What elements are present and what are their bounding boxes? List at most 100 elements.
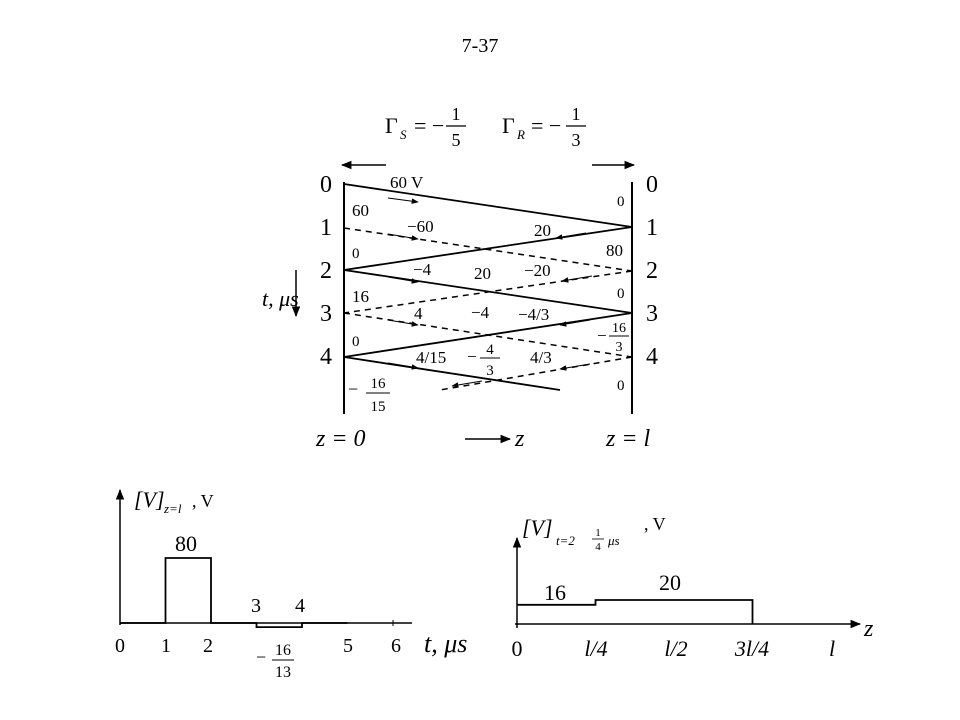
time-label-left: 1	[320, 215, 332, 241]
time-label-left: 3	[320, 301, 332, 327]
left-final-fraction: − 16 15	[348, 376, 390, 415]
time-label-left: 0	[320, 172, 332, 198]
fraction-denominator: 3	[486, 363, 494, 379]
plot-left: [V] z=l , V 80 3 4 0 1 2 5 6 t, μs − 16 …	[115, 487, 467, 681]
ylabel-sub-unit: μs	[607, 533, 620, 548]
ylabel-subscript: t=2	[556, 533, 575, 548]
direction-arrow	[561, 275, 593, 283]
x-tick-label: 0	[115, 635, 125, 657]
direction-arrow	[559, 319, 591, 327]
right-voltage-value: 0	[617, 194, 625, 210]
direction-arrow	[387, 362, 419, 370]
neg-value-fraction: − 16 13	[256, 642, 294, 681]
right-voltage-value: 0	[617, 286, 625, 302]
plot-right-trace	[517, 599, 754, 624]
time-axis-label: t, μs	[262, 286, 299, 311]
gamma-r-denominator: 3	[572, 130, 581, 150]
x-tick-label: 5	[343, 635, 353, 657]
ylabel-main: [V]	[522, 515, 553, 540]
gamma-s-numerator: 1	[452, 104, 461, 124]
direction-arrow	[555, 232, 587, 240]
plot-right-xlabel: z	[863, 616, 874, 642]
x-tick-label: 1	[161, 635, 171, 657]
wave-label: −60	[407, 217, 434, 236]
time-label-right: 1	[646, 215, 658, 241]
plot-right: [V] t=2 1 4 μs , V 16 20 0 l/4 l/2 3l/4 …	[512, 514, 875, 661]
x-tick-label: l/4	[584, 636, 607, 661]
ylabel-main: [V]	[134, 487, 165, 512]
ylabel-unit: , V	[192, 491, 214, 511]
time-label-left: 4	[320, 344, 332, 370]
fraction-sign: −	[597, 326, 607, 345]
fraction-denominator: 15	[371, 399, 386, 415]
fraction-sign: −	[256, 647, 266, 667]
plot-left-xlabel: t, μs	[424, 629, 467, 658]
pulse-value-label: 80	[175, 531, 197, 556]
time-label-right: 2	[646, 258, 658, 284]
wave-label: 4	[414, 304, 423, 323]
voltage-wave-2	[343, 226, 633, 271]
ylabel-frac-denominator: 4	[595, 541, 601, 553]
fraction-denominator: 13	[275, 664, 291, 681]
source-voltage-label: 60 V	[390, 173, 424, 192]
time-label-right: 0	[646, 172, 658, 198]
fraction-numerator: 16	[275, 642, 291, 659]
x-tick-label: l	[829, 636, 835, 661]
direction-arrow	[387, 276, 419, 284]
ylabel-subscript: z=l	[163, 501, 182, 516]
wave-label: −4	[413, 260, 432, 279]
direction-arrow	[387, 319, 419, 327]
x-tick-label: 3l/4	[734, 636, 769, 661]
zl-label: z = l	[605, 426, 651, 452]
right-voltage-value: 80	[606, 241, 623, 260]
direction-arrow	[387, 197, 419, 204]
current-wave-2	[343, 270, 633, 314]
plot-right-ylabel: [V] t=2 1 4 μs , V	[522, 514, 666, 553]
time-label-right: 3	[646, 301, 658, 327]
gamma-s-expression: Γ S = − 1 5	[385, 104, 466, 150]
gamma-s-subscript: S	[400, 127, 407, 142]
gamma-r-numerator: 1	[572, 104, 581, 124]
gamma-s-symbol: Γ	[385, 113, 398, 138]
mid-fraction: − 4 3	[467, 342, 500, 379]
right-fraction: − 16 3	[597, 321, 629, 355]
wave-label: 4/15	[416, 348, 446, 367]
tick-label-above: 3	[251, 595, 261, 617]
time-label-left: 2	[320, 258, 332, 284]
voltage-wave-5	[343, 356, 561, 391]
tick-label-above: 4	[295, 595, 305, 617]
ylabel-unit: , V	[644, 514, 666, 534]
fraction-numerator: 4	[486, 342, 494, 358]
bounce-diagram: 0 1 2 3 4 0 1 2 3 4 t, μs 60 V 60 0 16 0…	[262, 160, 658, 452]
gamma-r-expression: Γ R = − 1 3	[502, 104, 586, 150]
fraction-sign: −	[467, 347, 477, 366]
page-number: 7-37	[462, 35, 499, 57]
x-tick-label: 0	[512, 636, 523, 661]
value-label: 20	[659, 570, 681, 595]
time-label-right: 4	[646, 344, 658, 370]
left-voltage-value: 60	[352, 201, 369, 220]
x-tick-label: 6	[391, 635, 401, 657]
wave-label: 20	[474, 264, 491, 283]
wave-label: −4	[471, 303, 490, 322]
ylabel-frac-numerator: 1	[595, 527, 601, 539]
left-voltage-value: 16	[352, 287, 369, 306]
direction-arrow	[387, 233, 419, 241]
x-tick-label: l/2	[664, 636, 687, 661]
fraction-denominator: 3	[616, 340, 623, 355]
plot-left-trace	[120, 557, 348, 628]
wave-label: −20	[524, 261, 551, 280]
x-tick-label: 2	[203, 635, 213, 657]
gamma-r-symbol: Γ	[502, 113, 515, 138]
fraction-sign: −	[348, 379, 358, 399]
direction-arrow	[559, 363, 591, 371]
wave-label: −4/3	[518, 305, 549, 324]
z0-label: z = 0	[315, 426, 366, 452]
gamma-r-subscript: R	[516, 127, 525, 142]
direction-arrow	[451, 380, 483, 388]
wave-label: 4/3	[530, 348, 552, 367]
fraction-numerator: 16	[612, 321, 626, 336]
plot-left-ylabel: [V] z=l , V	[134, 487, 214, 516]
value-label: 16	[544, 580, 566, 605]
